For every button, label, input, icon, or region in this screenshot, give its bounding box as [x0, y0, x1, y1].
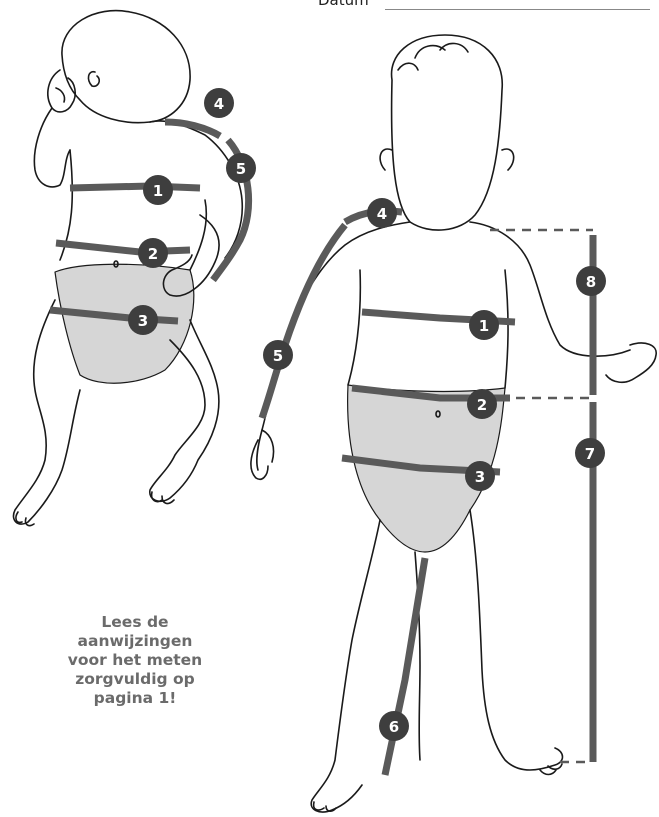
lying-baby-head: [62, 11, 190, 123]
svg-text:2: 2: [477, 396, 487, 414]
note-line: zorgvuldig op: [30, 670, 240, 689]
lying-tape-chest: [70, 186, 200, 188]
lying-badge-3: 3: [128, 305, 158, 335]
svg-text:3: 3: [138, 312, 148, 330]
svg-text:2: 2: [148, 245, 158, 263]
standing-child-head: [392, 35, 503, 230]
lying-badge-1: 1: [143, 175, 173, 205]
lying-badge-4: 4: [204, 88, 234, 118]
standing-tape-arm: [262, 225, 345, 418]
lying-baby-hand-face: [48, 70, 75, 112]
standing-child-right-hand: [606, 343, 656, 382]
svg-text:7: 7: [585, 445, 595, 463]
svg-text:5: 5: [273, 347, 283, 365]
note-line: Lees de: [30, 613, 240, 632]
lying-baby-figure: [13, 11, 242, 526]
note-line: aanwijzingen: [30, 632, 240, 651]
dashed-reference-lines: [490, 230, 593, 762]
standing-badge-6: 6: [379, 711, 409, 741]
svg-text:1: 1: [153, 182, 163, 200]
standing-badge-4: 4: [367, 198, 397, 228]
standing-badge-7: 7: [575, 438, 605, 468]
standing-badge-1: 1: [469, 310, 499, 340]
measuring-instructions-note: Lees de aanwijzingen voor het meten zorg…: [30, 613, 240, 708]
svg-text:3: 3: [475, 468, 485, 486]
note-line: pagina 1!: [30, 689, 240, 708]
lying-badge-5: 5: [226, 153, 256, 183]
svg-text:8: 8: [586, 273, 596, 291]
svg-text:4: 4: [377, 205, 387, 223]
svg-text:5: 5: [236, 160, 246, 178]
standing-badge-5: 5: [263, 340, 293, 370]
svg-text:6: 6: [389, 718, 399, 736]
note-line: voor het meten: [30, 651, 240, 670]
standing-child-left-hand: [251, 430, 274, 479]
standing-badge-8: 8: [576, 266, 606, 296]
standing-badge-2: 2: [467, 389, 497, 419]
lying-tape-waist: [56, 243, 190, 252]
svg-text:1: 1: [479, 317, 489, 335]
lying-badge-2: 2: [138, 238, 168, 268]
standing-badge-3: 3: [465, 461, 495, 491]
svg-text:4: 4: [214, 95, 224, 113]
